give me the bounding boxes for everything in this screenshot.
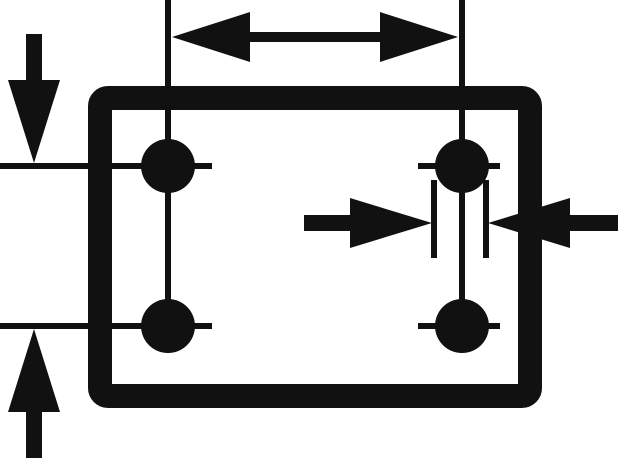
hole-bottom-right bbox=[435, 299, 489, 353]
hole-top-right bbox=[435, 139, 489, 193]
clearance-arrow-left-icon bbox=[304, 198, 432, 248]
tolerance-bars-icon bbox=[431, 180, 489, 258]
hole-top-left bbox=[141, 139, 195, 193]
horizontal-spacing-arrow-icon bbox=[172, 12, 458, 62]
board-outline bbox=[88, 86, 542, 408]
clearance-arrow-right-icon bbox=[488, 198, 618, 248]
vertical-spacing-arrow-top-icon bbox=[8, 34, 60, 163]
vertical-spacing-arrow-bottom-icon bbox=[8, 329, 60, 458]
hole-bottom-left bbox=[141, 299, 195, 353]
